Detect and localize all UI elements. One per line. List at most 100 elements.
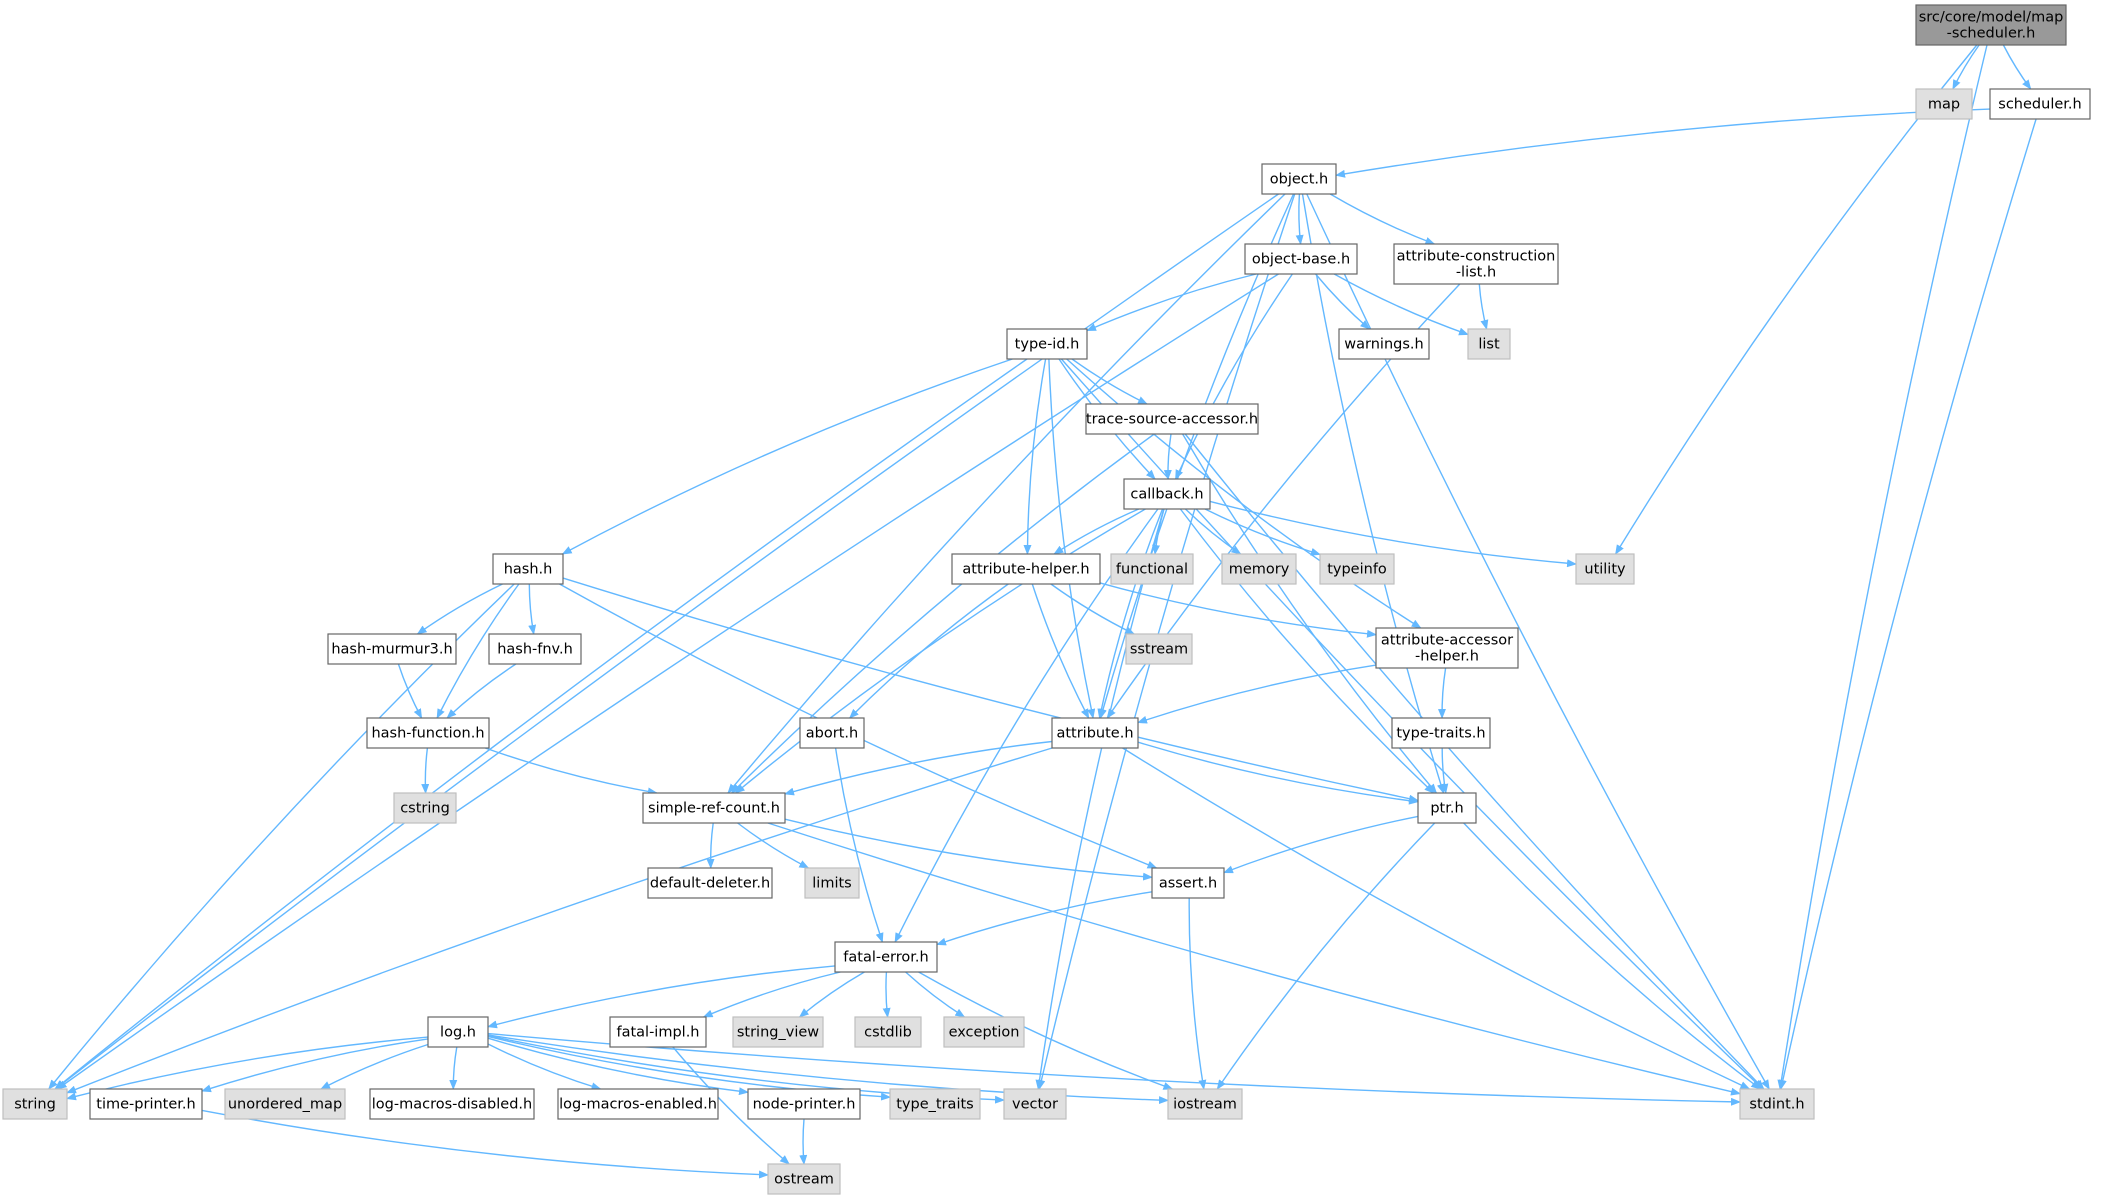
node-murmur[interactable]: hash-murmur3.h xyxy=(327,633,457,665)
node-limits: limits xyxy=(804,867,860,899)
edge-objectbase-to-typeid xyxy=(1086,273,1257,332)
node-vector-label: vector xyxy=(1012,1096,1058,1112)
node-logmacen-label: log-macros-enabled.h xyxy=(559,1096,717,1112)
edge-hashfunc-to-cstring xyxy=(421,747,430,794)
edge-simpleref-to-limits xyxy=(737,822,810,869)
node-scheduler-box xyxy=(1989,88,2091,120)
node-hash[interactable]: hash.h xyxy=(492,553,564,585)
edge-attracc-to-attribute xyxy=(1137,664,1377,724)
node-tracesrc-box xyxy=(1085,403,1259,435)
node-typetraits-label: type-traits.h xyxy=(1396,725,1485,741)
node-abort-label: abort.h xyxy=(806,725,858,741)
edge-attrhelper-to-sstream xyxy=(1050,583,1135,635)
node-attrconst-label: attribute-construction xyxy=(1397,248,1556,264)
node-timeprinter[interactable]: time-printer.h xyxy=(89,1088,203,1120)
node-cstring: cstring xyxy=(393,792,457,824)
node-attrconst-label: -list.h xyxy=(1456,264,1496,280)
node-fnv-box xyxy=(488,633,582,665)
node-tracesrc[interactable]: trace-source-accessor.h xyxy=(1085,403,1259,435)
node-hashfunc-box xyxy=(366,717,490,749)
edge-log-to-stdint xyxy=(487,1032,1741,1106)
edge-typetraits-to-ptr xyxy=(1440,747,1449,794)
edge-callback-to-memory xyxy=(1184,508,1242,555)
node-attrconst-box xyxy=(1393,243,1559,285)
node-objectbase[interactable]: object-base.h xyxy=(1244,243,1358,275)
edge-log-to-logmacen xyxy=(487,1043,602,1091)
edge-ptr-to-stdint xyxy=(1463,822,1762,1090)
node-scheduler[interactable]: scheduler.h xyxy=(1989,88,2091,120)
node-hashfunc[interactable]: hash-function.h xyxy=(366,717,490,749)
node-typeinfo: typeinfo xyxy=(1319,553,1395,585)
edge-typeid-to-attracc xyxy=(1066,358,1422,629)
node-exception: exception xyxy=(943,1016,1025,1048)
node-limits-label: limits xyxy=(812,875,851,891)
edge-fatalerr-to-cstdlib xyxy=(882,971,891,1018)
edge-nodeprinter-to-ostream xyxy=(799,1118,808,1165)
node-stdint-box xyxy=(1739,1088,1815,1120)
node-list: list xyxy=(1467,328,1511,360)
edge-callback-to-vector xyxy=(1035,508,1165,1090)
edge-simpleref-to-defdel xyxy=(706,822,715,869)
node-warnings-box xyxy=(1338,328,1430,360)
node-sstream-label: sstream xyxy=(1130,641,1188,657)
edge-log-to-iostream xyxy=(487,1034,1169,1105)
node-fnv-label: hash-fnv.h xyxy=(497,641,573,657)
node-memory-box xyxy=(1221,553,1297,585)
node-log-label: log.h xyxy=(440,1024,476,1040)
edge-attribute-to-ptr xyxy=(1137,741,1419,805)
edge-fatalerr-to-exception xyxy=(905,971,966,1018)
node-attracc[interactable]: attribute-accessor-helper.h xyxy=(1375,627,1519,669)
node-cstring-label: cstring xyxy=(400,800,450,816)
node-scheduler-label: scheduler.h xyxy=(1998,96,2081,112)
node-nodeprinter[interactable]: node-printer.h xyxy=(747,1088,861,1120)
node-fatalimpl[interactable]: fatal-impl.h xyxy=(609,1016,707,1048)
node-fatalimpl-label: fatal-impl.h xyxy=(616,1024,699,1040)
node-attrconst[interactable]: attribute-construction-list.h xyxy=(1393,243,1559,285)
node-defdel-label: default-deleter.h xyxy=(650,875,770,891)
edge-root-to-utility xyxy=(1615,44,1978,555)
node-typetraits[interactable]: type-traits.h xyxy=(1391,717,1491,749)
node-log[interactable]: log.h xyxy=(427,1016,489,1048)
node-stringview: string_view xyxy=(732,1016,824,1048)
edge-ptr-to-iostream xyxy=(1216,822,1436,1090)
node-unorderedmap-box xyxy=(224,1088,346,1120)
node-ptr-label: ptr.h xyxy=(1430,800,1463,816)
node-nodeprinter-box xyxy=(747,1088,861,1120)
node-typeid-box xyxy=(1006,328,1088,360)
node-timeprinter-label: time-printer.h xyxy=(96,1096,195,1112)
edges-layer xyxy=(48,44,2037,1179)
edge-attribute-to-simpleref xyxy=(784,740,1053,796)
node-logmacen-box xyxy=(557,1088,719,1120)
node-ptr[interactable]: ptr.h xyxy=(1417,792,1477,824)
node-logmacen[interactable]: log-macros-enabled.h xyxy=(557,1088,719,1120)
node-typeinfo-box xyxy=(1319,553,1395,585)
edge-simpleref-to-stdint xyxy=(767,822,1741,1096)
node-callback[interactable]: callback.h xyxy=(1123,478,1211,510)
node-utility-box xyxy=(1575,553,1635,585)
node-object[interactable]: object.h xyxy=(1261,163,1337,195)
edge-root-to-map xyxy=(1952,44,1980,90)
edge-objectbase-to-warnings xyxy=(1315,273,1371,330)
node-exception-label: exception xyxy=(949,1024,1020,1040)
node-assert[interactable]: assert.h xyxy=(1151,867,1225,899)
node-attribute[interactable]: attribute.h xyxy=(1051,717,1139,749)
node-defdel[interactable]: default-deleter.h xyxy=(647,867,773,899)
node-warnings[interactable]: warnings.h xyxy=(1338,328,1430,360)
node-fatalerr[interactable]: fatal-error.h xyxy=(834,941,938,973)
edge-callback-to-utility xyxy=(1209,500,1577,568)
edge-typeid-to-hash xyxy=(561,358,1013,555)
node-logmacdis[interactable]: log-macros-disabled.h xyxy=(369,1088,535,1120)
node-root[interactable]: src/core/model/map-scheduler.h xyxy=(1915,4,2067,46)
node-stringview-box xyxy=(732,1016,824,1048)
node-ptr-box xyxy=(1417,792,1477,824)
edge-hash-to-murmur xyxy=(416,583,503,635)
node-attrhelper[interactable]: attribute-helper.h xyxy=(951,553,1101,585)
node-cstdlib: cstdlib xyxy=(854,1016,922,1048)
node-simpleref[interactable]: simple-ref-count.h xyxy=(642,792,786,824)
node-typeid[interactable]: type-id.h xyxy=(1006,328,1088,360)
node-map-label: map xyxy=(1928,96,1960,112)
edge-abort-to-fatalerr xyxy=(834,747,884,943)
node-abort[interactable]: abort.h xyxy=(799,717,865,749)
node-stringview-label: string_view xyxy=(737,1024,819,1040)
node-fnv[interactable]: hash-fnv.h xyxy=(488,633,582,665)
